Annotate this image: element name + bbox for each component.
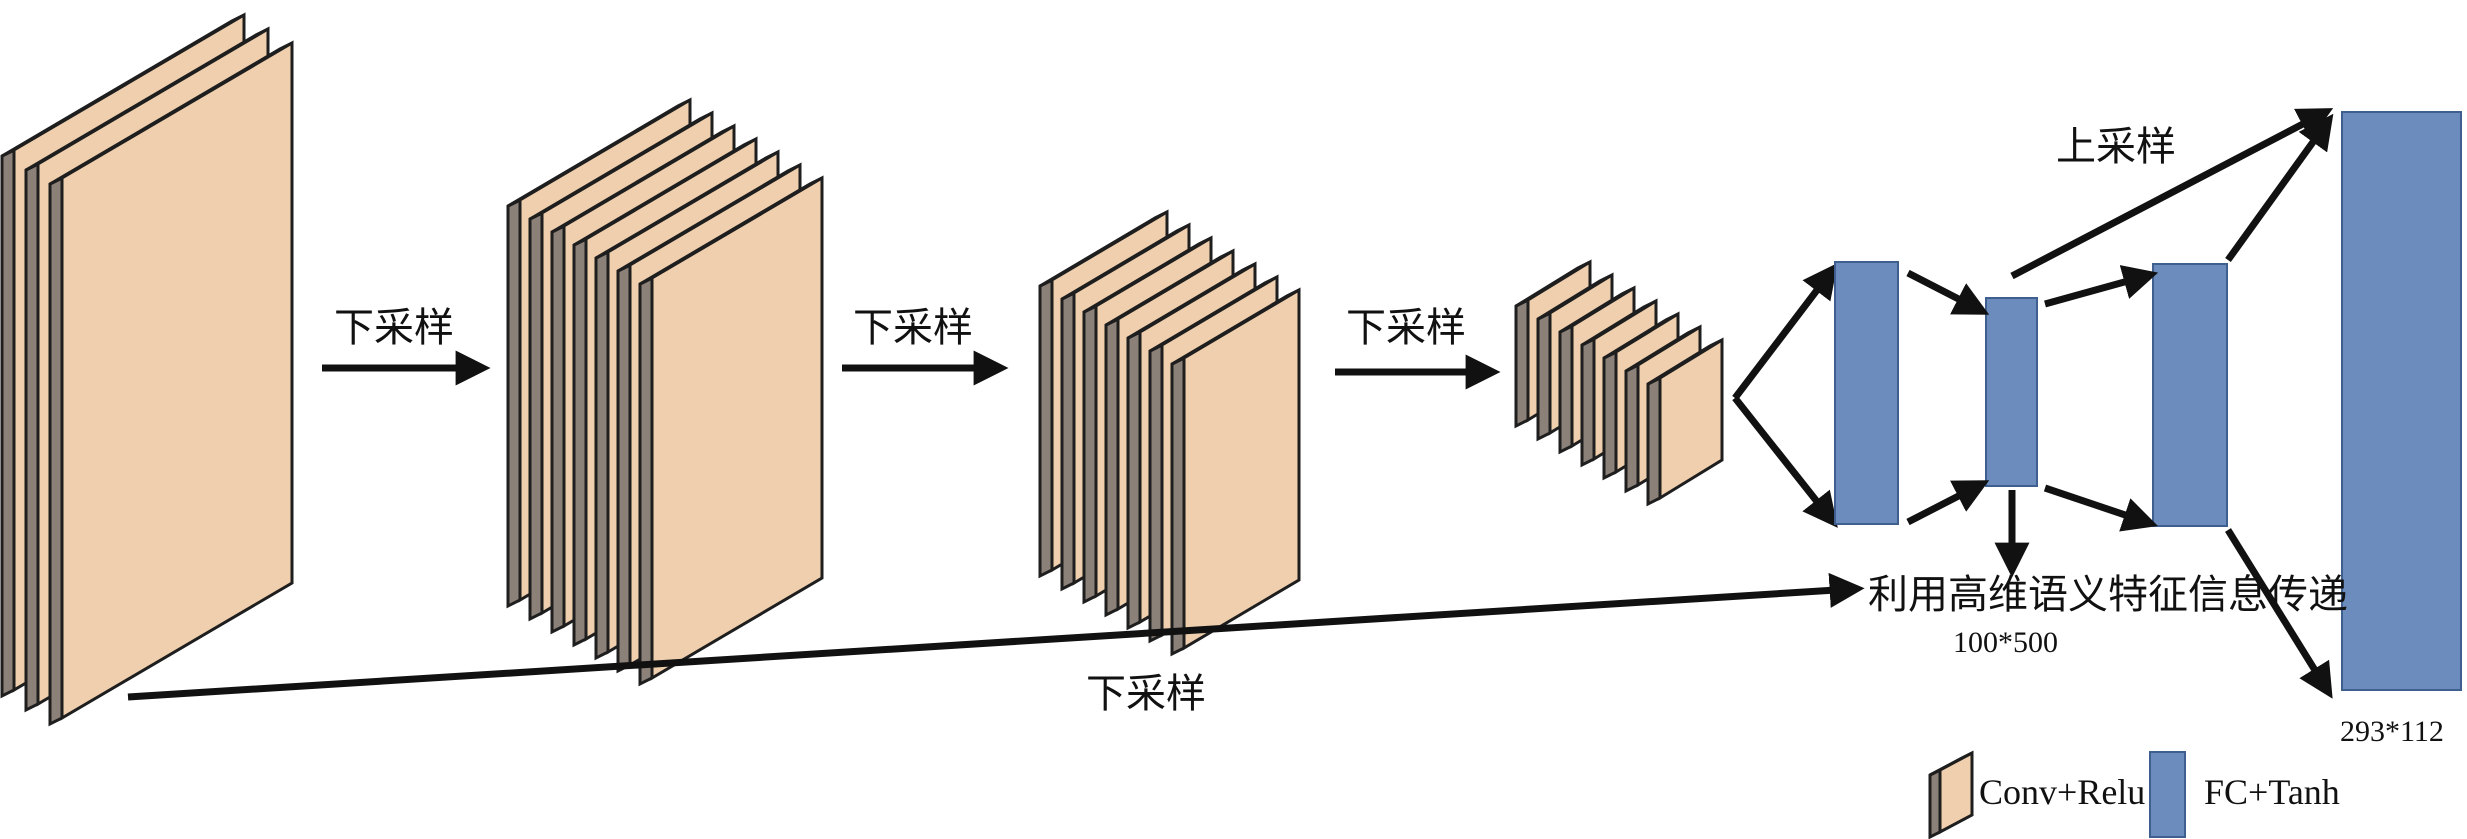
bottleneck-dimension-label: 100*500 xyxy=(1953,626,2058,659)
conv-group-3 xyxy=(1038,209,1301,657)
branch-arrow-up xyxy=(1732,262,1838,401)
conv-slab-side xyxy=(1060,290,1076,592)
conv-slab-side xyxy=(506,197,522,609)
conv-slab-side xyxy=(1082,303,1098,605)
downsample-label-3: 下采样 xyxy=(1346,305,1466,351)
conv-slab-side xyxy=(550,223,566,635)
downsample-label-1: 下采样 xyxy=(334,305,454,351)
conv-slab-side xyxy=(1602,349,1618,481)
skip-connection-arrow xyxy=(127,572,1865,701)
conv-group-2 xyxy=(506,97,824,687)
conv-slab-front xyxy=(60,40,294,721)
conv-slab-side xyxy=(1624,362,1640,494)
output-dimension-label: 293*112 xyxy=(2340,715,2444,748)
conv-group-1 xyxy=(0,12,294,727)
legend: Conv+Relu FC+Tanh xyxy=(1928,750,2340,839)
conv-slab-side xyxy=(1646,375,1662,507)
conv-slab-front xyxy=(1182,287,1301,651)
conv-slab-side xyxy=(1536,310,1552,442)
conv-slab-side xyxy=(1170,355,1186,657)
upsample-label: 上采样 xyxy=(2056,124,2176,170)
downsample-label-2: 下采样 xyxy=(853,305,973,351)
fc-arrow-2 xyxy=(1906,480,1990,526)
conv-slab-side xyxy=(1148,342,1164,644)
fc-arrow-3 xyxy=(2044,265,2159,308)
branch-arrow-down xyxy=(1732,395,1838,528)
upsample-arrow xyxy=(2010,108,2334,280)
conv-slab-side xyxy=(0,147,16,699)
conv-slab-side xyxy=(1126,329,1142,631)
fc-block-encoder xyxy=(1834,261,1899,525)
legend-fc-label: FC+Tanh xyxy=(2204,772,2340,812)
conv-slab xyxy=(1646,337,1724,507)
conv-slab-side xyxy=(594,249,610,661)
fc-arrow-6 xyxy=(2225,528,2333,699)
skip-connection-label: 下采样 xyxy=(1086,671,1206,717)
conv-group-4 xyxy=(1514,259,1724,507)
conv-slab-side xyxy=(1104,316,1120,618)
conv-slab xyxy=(638,175,824,687)
conv-slab-side xyxy=(572,236,588,648)
fc-arrow-1 xyxy=(1906,269,1990,315)
legend-conv-front xyxy=(1938,750,1974,835)
fc-arrow-5 xyxy=(2225,113,2334,263)
conv-slab xyxy=(48,40,294,727)
conv-slab-front xyxy=(1658,337,1724,501)
conv-slab-side xyxy=(638,275,654,687)
conv-slab-side xyxy=(1558,323,1574,455)
conv-slab-side xyxy=(1514,297,1530,429)
legend-conv-label: Conv+Relu xyxy=(1979,772,2145,812)
fc-block-output xyxy=(2341,111,2462,691)
conv-slab-side xyxy=(528,210,544,622)
legend-conv-swatch xyxy=(1928,750,1974,839)
conv-slab-side xyxy=(1580,336,1596,468)
fc-block-bottleneck xyxy=(1985,297,2038,487)
conv-slab-front xyxy=(650,175,824,681)
conv-slab xyxy=(1170,287,1301,657)
semantic-transfer-label: 利用高维语义特征信息传递 xyxy=(1868,572,2348,618)
legend-fc-swatch xyxy=(2149,751,2186,838)
conv-slab-side xyxy=(1038,277,1054,579)
conv-slab-side xyxy=(48,175,64,727)
fc-block-decoder xyxy=(2152,263,2228,527)
fc-arrow-4 xyxy=(2043,484,2158,532)
conv-slab-side xyxy=(24,161,40,713)
conv-slab-side xyxy=(616,262,632,674)
